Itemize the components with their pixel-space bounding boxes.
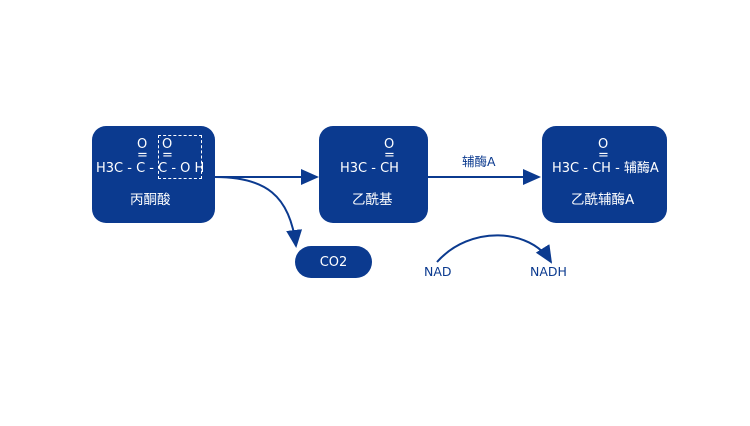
pyruvate-formula: H3C - C - C - O H [96,161,205,176]
acetyl-node: O = H3C - CH 乙酰基 [319,126,428,223]
acetyl-coa-node: O = H3C - CH - 辅酶A 乙酰辅酶A [542,126,667,223]
arrow-nad-to-nadh [436,234,553,264]
co2-label: CO2 [319,254,348,270]
coenzyme-a-label: 辅酶A [462,154,496,169]
acetyl-coa-oxygen: O [598,137,609,152]
arrow-pyruvate-to-co2 [214,176,303,248]
carboxyl-highlight-box [158,135,202,179]
nad-label: NAD [424,264,452,279]
pyruvate-node: O = O = H3C - C - C - O H 丙酮酸 [92,126,215,223]
pyruvate-oxygen-1: O [137,137,148,152]
pyruvate-oxygen-2: O [162,137,173,152]
acetyl-coa-caption: 乙酰辅酶A [571,192,635,208]
nadh-label: NADH [530,264,567,279]
acetyl-caption: 乙酰基 [352,192,393,208]
acetyl-coa-formula: H3C - CH - 辅酶A [552,161,659,176]
acetyl-formula: H3C - CH [340,161,399,176]
acetyl-oxygen: O [384,137,395,152]
acetyl-coa-double-bond: = [598,148,609,163]
pyruvate-double-bond-2: = [162,148,173,163]
pyruvate-caption: 丙酮酸 [130,192,171,208]
co2-node: CO2 [295,246,372,278]
pyruvate-double-bond-1: = [137,148,148,163]
acetyl-double-bond: = [384,148,395,163]
